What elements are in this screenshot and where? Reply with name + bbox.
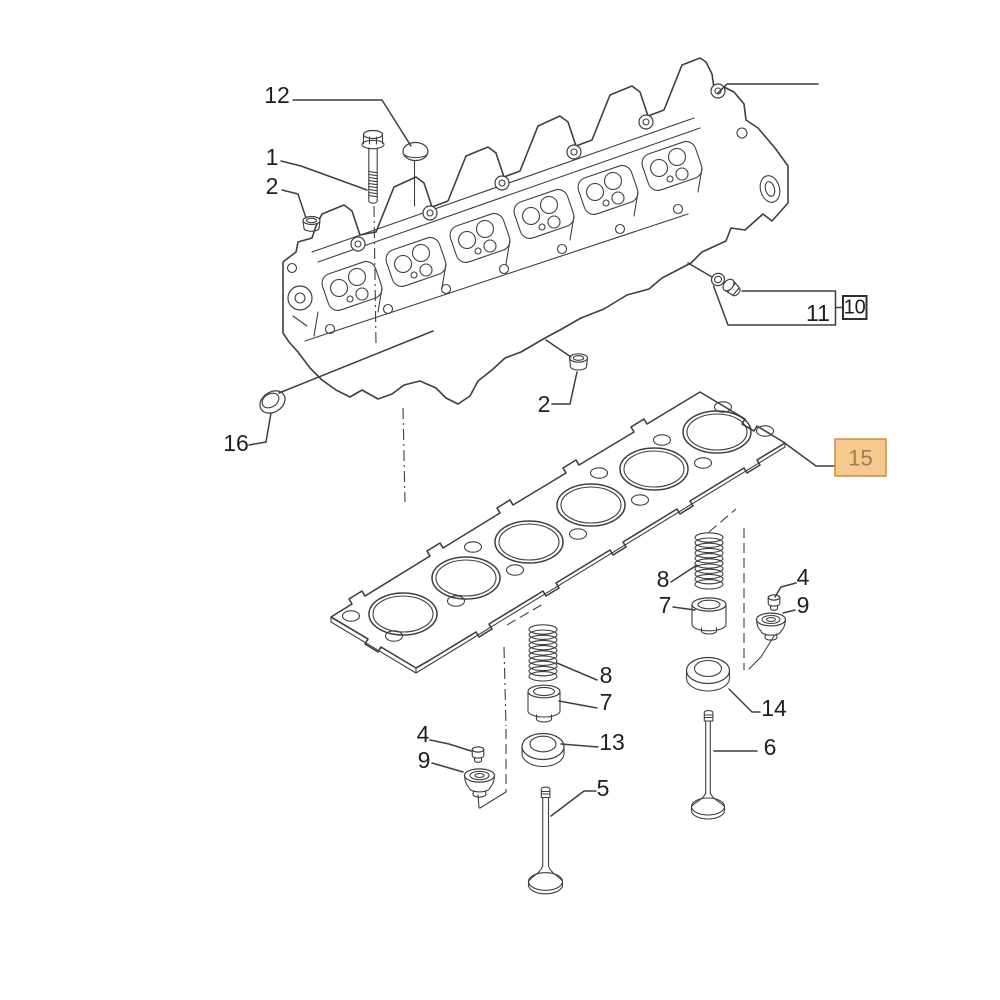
callout-15-box-highlighted[interactable] [834, 438, 887, 477]
part-16-drawing [259, 390, 286, 414]
cylinder-bores [368, 410, 752, 636]
part-5-drawing [527, 786, 564, 895]
callout-15-label[interactable]: 15 [848, 446, 872, 471]
leader-2-upper [281, 189, 307, 219]
callout-12-label[interactable]: 12 [264, 82, 290, 108]
cylinder-head-drawing [282, 57, 789, 405]
part-6-drawing [690, 710, 726, 820]
part-4-drawing-right [767, 594, 781, 611]
leader-15 [785, 443, 836, 467]
callout-4-right-label[interactable]: 4 [797, 564, 810, 590]
callout-10-box[interactable] [842, 295, 868, 320]
part-7-drawing-right [691, 597, 727, 635]
flange-holes [324, 203, 684, 335]
part-2-drawing-upper [302, 215, 321, 232]
callout-7-center-label[interactable]: 7 [600, 689, 613, 715]
callout-8-center-label[interactable]: 8 [600, 662, 613, 688]
leader-11 [687, 262, 713, 278]
leader-7-right [672, 606, 696, 611]
part-4-drawing-center [471, 746, 485, 763]
callout-9-right-label[interactable]: 9 [797, 592, 810, 618]
leader-8-center [556, 662, 598, 681]
part-13-drawing [521, 732, 565, 768]
part-9-drawing-right [755, 612, 787, 641]
part-2-drawing-lower [568, 353, 589, 371]
callout-7-right-label[interactable]: 7 [659, 592, 672, 618]
axis-lines [373, 160, 775, 809]
leader-4-center [429, 739, 472, 752]
callout-2-upper-label[interactable]: 2 [266, 173, 279, 199]
part-12-drawing [402, 141, 429, 162]
leader-14 [728, 688, 761, 713]
leader-9-center [431, 762, 464, 773]
callout-9-center-label[interactable]: 9 [418, 747, 431, 773]
part-14-drawing [685, 656, 731, 692]
callout-labels: 12 1 2 16 2 11 10 15 8 7 13 4 9 5 8 7 4 … [223, 82, 887, 801]
leader-8-right [670, 564, 698, 583]
callout-5-label[interactable]: 5 [597, 775, 610, 801]
part-8-drawing-center [528, 624, 558, 682]
leader-12 [292, 99, 412, 147]
leader-lines [248, 83, 844, 817]
leader-16-to-head [278, 330, 434, 394]
callout-6-label[interactable]: 6 [764, 734, 777, 760]
callout-14-label[interactable]: 14 [761, 695, 787, 721]
leader-1 [280, 160, 368, 191]
part-7-drawing-center [527, 684, 561, 723]
callout-8-right-label[interactable]: 8 [657, 566, 670, 592]
callout-10-label[interactable]: 10 [844, 297, 866, 319]
bolt-bosses [350, 83, 726, 252]
part-11-drawing [710, 272, 741, 297]
callout-13-label[interactable]: 13 [599, 729, 625, 755]
leader-4-right [774, 582, 797, 598]
leader-2-lower-to-head [545, 339, 572, 358]
leader-cylinder-head [717, 83, 819, 94]
leader-7-center [558, 700, 598, 709]
bracket-11 [712, 285, 837, 326]
part-1-drawing [361, 129, 385, 204]
callout-1-label[interactable]: 1 [266, 144, 279, 170]
combustion-chambers [321, 141, 703, 311]
leader-5 [550, 790, 597, 817]
leader-16 [248, 412, 272, 446]
part-8-drawing-right [694, 532, 724, 590]
callout-16-label[interactable]: 16 [223, 430, 249, 456]
callout-2-lower-label[interactable]: 2 [538, 391, 551, 417]
part-9-drawing-center [463, 768, 496, 798]
part-15-drawing [330, 391, 786, 674]
leader-9-right [782, 609, 796, 614]
callout-11-label[interactable]: 11 [806, 300, 830, 326]
callout-4-center-label[interactable]: 4 [417, 721, 430, 747]
leader-2-lower [551, 371, 578, 405]
gasket-bolt-holes [341, 401, 775, 642]
leader-13 [560, 743, 599, 748]
